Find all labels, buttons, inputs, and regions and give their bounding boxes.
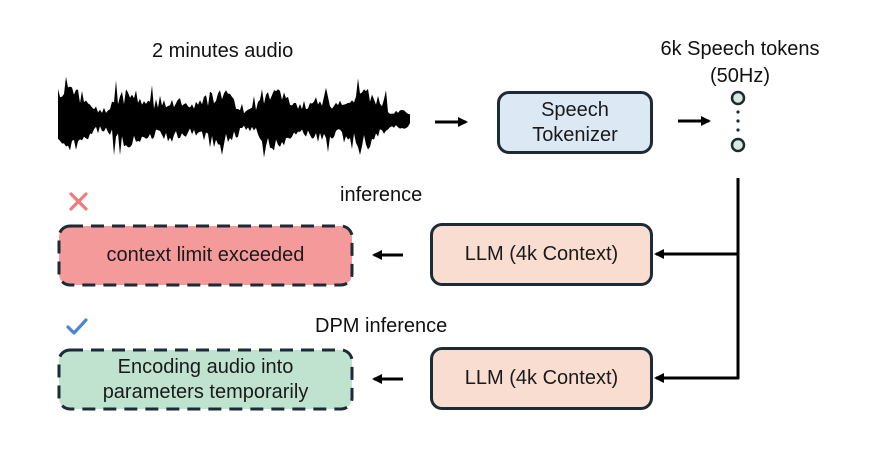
result-text-success: Encoding audio into parameters temporari…	[59, 350, 352, 409]
result-success-line1: Encoding audio into	[117, 355, 294, 378]
token-dot-bottom	[730, 137, 746, 153]
waveform-shape	[58, 76, 410, 158]
result-box-fail	[57, 224, 354, 287]
result-success-line2: parameters temporarily	[102, 380, 309, 403]
tokens-label-line2: (50Hz)	[709, 65, 770, 87]
token-ellipsis-dot	[736, 110, 740, 114]
tokenizer-line2: Tokenizer	[532, 123, 618, 146]
cross-icon	[69, 192, 88, 211]
llm-label-1: LLM (4k Context)	[464, 243, 619, 265]
llm-label-2: LLM (4k Context)	[464, 367, 619, 389]
llm-box-2: LLM (4k Context)	[430, 347, 653, 410]
check-icon	[66, 318, 88, 335]
result-fail-line1: context limit exceeded	[106, 244, 305, 266]
tokenizer-line1: Speech	[541, 98, 609, 121]
llm-box-1: LLM (4k Context)	[430, 223, 653, 286]
audio-waveform-icon	[58, 76, 410, 158]
token-dot-top	[730, 90, 746, 106]
token-ellipsis-dot	[736, 128, 740, 132]
result-text-fail: context limit exceeded	[59, 226, 352, 285]
row2-caption: DPM inference	[315, 315, 448, 337]
token-ellipsis-dot	[736, 119, 740, 123]
row1-caption: inference	[340, 184, 423, 206]
audio-title: 2 minutes audio	[152, 40, 294, 62]
tokens-label: 6k Speech tokens (50Hz)	[640, 36, 840, 90]
result-box-success	[57, 348, 354, 411]
speech-tokenizer-box: Speech Tokenizer	[497, 91, 653, 154]
tokens-label-line1: 6k Speech tokens	[660, 38, 820, 60]
